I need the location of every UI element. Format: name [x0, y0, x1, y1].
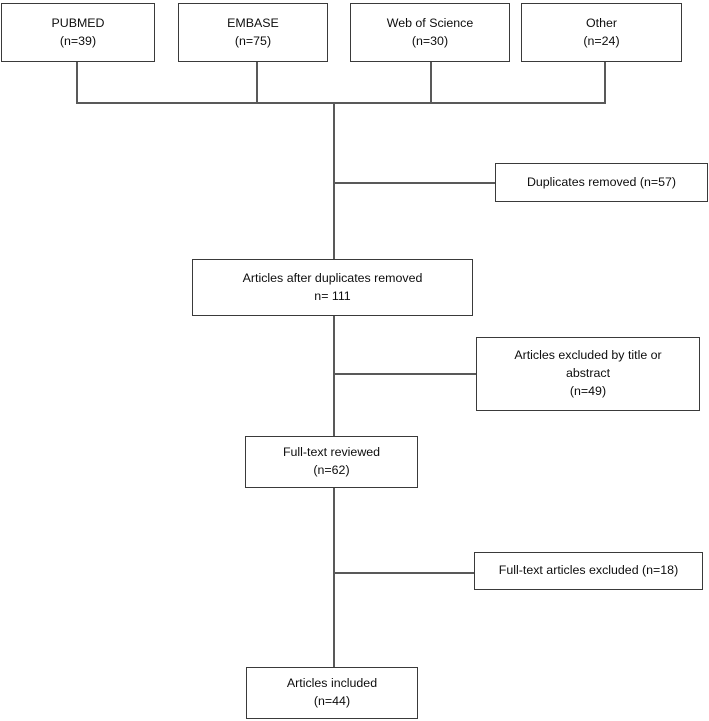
connector-branch-title-abstract [333, 373, 477, 375]
source-box-other: Other (n=24) [521, 3, 682, 62]
exclusion-box-excluded-title-abstract-label: Articles excluded by title or abstract (… [514, 348, 662, 398]
stage-box-full-text-reviewed: Full-text reviewed (n=62) [245, 436, 418, 488]
source-box-pubmed: PUBMED (n=39) [1, 3, 155, 62]
connector-branch-duplicates [333, 182, 496, 184]
stage-box-articles-after-duplicates: Articles after duplicates removed n= 111 [192, 259, 473, 316]
source-box-embase-label: EMBASE (n=75) [227, 15, 279, 48]
connector-stub-embase [256, 62, 258, 103]
exclusion-box-excluded-title-abstract: Articles excluded by title or abstract (… [476, 337, 700, 411]
connector-stub-other [604, 62, 606, 103]
connector-merge-bar [76, 102, 606, 104]
connector-trunk-mid-lower [333, 488, 335, 668]
stage-box-articles-included-label: Articles included (n=44) [286, 676, 378, 708]
connector-trunk-mid-upper [333, 316, 335, 437]
stage-box-articles-included: Articles included (n=44) [246, 667, 418, 719]
stage-box-articles-after-duplicates-label: Articles after duplicates removed n= 111 [242, 270, 423, 303]
source-box-embase: EMBASE (n=75) [178, 3, 328, 62]
connector-stub-pubmed [76, 62, 78, 103]
stage-box-full-text-reviewed-label: Full-text reviewed (n=62) [282, 445, 381, 477]
exclusion-box-full-text-excluded-label: Full-text articles excluded (n=18) [498, 563, 679, 577]
exclusion-box-duplicates-removed-label: Duplicates removed (n=57) [526, 174, 677, 189]
source-box-web-of-science: Web of Science (n=30) [350, 3, 510, 62]
connector-trunk-upper [333, 102, 335, 260]
source-box-pubmed-label: PUBMED (n=39) [51, 15, 105, 48]
exclusion-box-full-text-excluded: Full-text articles excluded (n=18) [474, 552, 703, 590]
source-box-web-of-science-label: Web of Science (n=30) [386, 15, 474, 48]
connector-stub-web-of-science [430, 62, 432, 103]
connector-branch-full-text-excluded [333, 572, 475, 574]
exclusion-box-duplicates-removed: Duplicates removed (n=57) [495, 163, 708, 202]
source-box-other-label: Other (n=24) [583, 15, 620, 48]
